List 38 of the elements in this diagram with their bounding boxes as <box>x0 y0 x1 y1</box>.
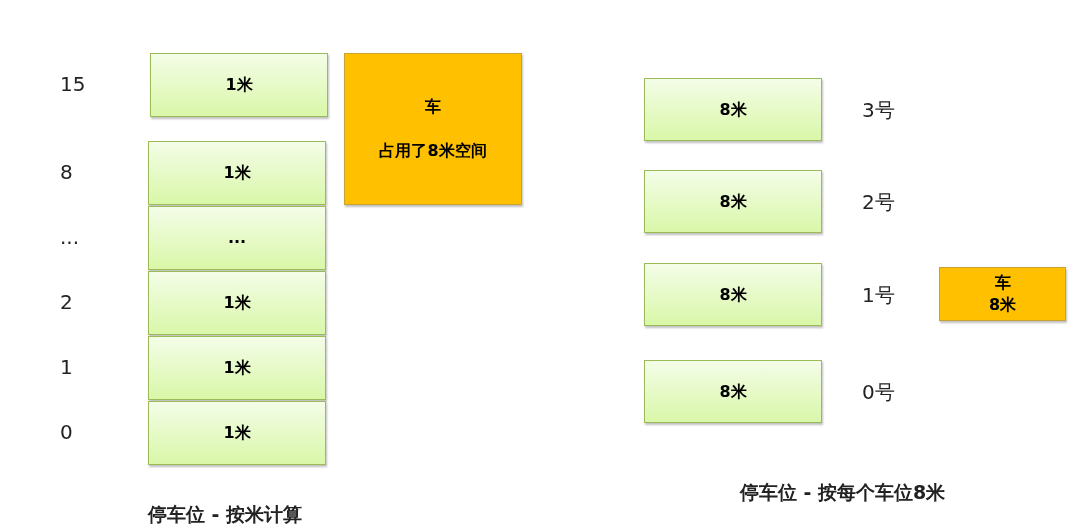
parking-slot-box <box>644 360 822 423</box>
slot-number: 3号 <box>862 96 895 124</box>
parking-slot-box <box>150 53 328 117</box>
box-label: 1米 <box>223 422 251 444</box>
parking-slot-box <box>644 170 822 233</box>
box-label: 8米 <box>719 98 747 121</box>
parking-slot-box <box>148 401 326 465</box>
box-label: 1米 <box>223 162 251 184</box>
slot-number: 2号 <box>862 188 895 216</box>
car-title: 车 <box>994 272 1011 294</box>
car-box <box>939 267 1066 321</box>
box-label: 8米 <box>719 190 747 213</box>
box-label: 1米 <box>223 292 251 314</box>
car-box <box>344 53 522 205</box>
parking-slot-box <box>148 141 326 205</box>
slot-index: 1 <box>60 355 73 379</box>
slot-index: 2 <box>60 290 73 314</box>
slot-index: 8 <box>60 160 73 184</box>
caption: 停车位 - 按每个车位8米 <box>740 480 946 505</box>
parking-slot-box <box>148 271 326 335</box>
parking-slot-box <box>148 206 326 270</box>
slot-index: ... <box>60 225 80 249</box>
slot-index: 0 <box>60 420 73 444</box>
slot-number: 0号 <box>862 378 895 406</box>
box-label: 8米 <box>988 294 1017 316</box>
parking-slot-box <box>644 263 822 326</box>
box-label: 8米 <box>719 283 747 306</box>
caption: 停车位 - 按米计算 <box>148 502 303 527</box>
box-label: 1米 <box>223 357 251 379</box>
slot-number: 1号 <box>862 281 895 309</box>
box-label: 1米 <box>225 74 253 96</box>
box-label: ... <box>227 227 247 249</box>
parking-slot-box <box>644 78 822 141</box>
box-label: 8米 <box>719 380 747 403</box>
box-label: 占用了8米空间 <box>379 140 487 162</box>
car-title: 车 <box>425 96 441 118</box>
slot-index: 15 <box>60 72 86 96</box>
parking-slot-box <box>148 336 326 400</box>
